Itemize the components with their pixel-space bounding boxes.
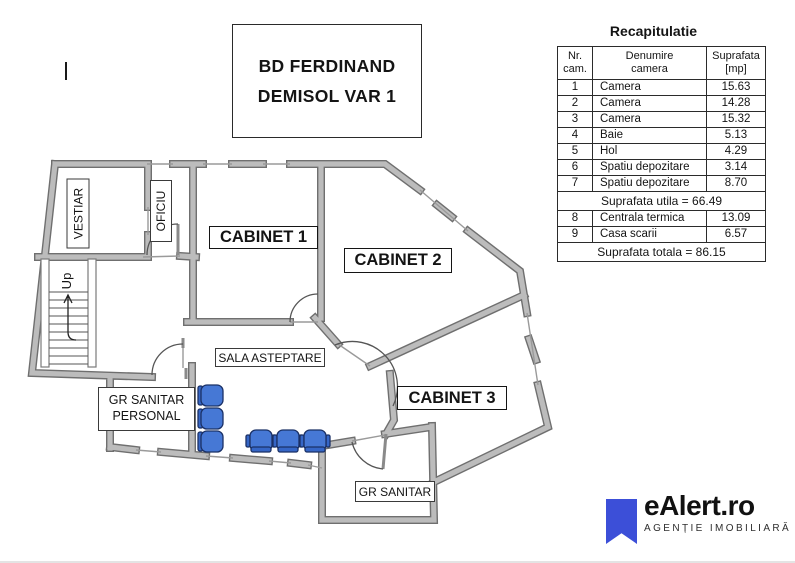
chair-icon [197,430,224,453]
chair-icon [197,407,224,430]
cell-nr: 2 [557,95,593,112]
col-header-nr: Nr.cam. [557,46,593,80]
cell-name: Camera [592,95,707,112]
room-label-gr-sanitar: GR SANITAR [355,481,435,502]
staircase [40,258,97,368]
plan-title-line2: DEMISOL VAR 1 [257,85,397,106]
subtotal-row: Suprafata utila = 66.49 [557,191,766,211]
door-leaves [176,224,388,470]
room-label-sala-asteptare: SALA ASTEPTARE [215,348,325,367]
cell-area: 14.28 [706,95,766,112]
plan-title-line1: BD FERDINAND [258,55,396,76]
cell-area: 6.57 [706,226,766,243]
cell-nr: 8 [557,210,593,227]
walls [27,159,553,524]
cell-name: Hol [592,143,707,160]
cell-nr: 4 [557,127,593,144]
scan-artifact-mark [65,62,67,80]
cell-name: Baie [592,127,707,144]
cell-nr: 7 [557,175,593,192]
total-cell: Suprafata totala = 86.15 [557,242,766,262]
cell-nr: 1 [557,79,593,96]
chairs [197,384,331,453]
cell-area: 3.14 [706,159,766,176]
agency-logo: eAlert.ro AGENȚIE IMOBILIARĂ [606,491,791,544]
cell-name: Spatiu depozitare [592,159,707,176]
cell-nr: 6 [557,159,593,176]
cell-area: 8.70 [706,175,766,192]
cell-name: Centrala termica [592,210,707,227]
cell-name: Casa scarii [592,226,707,243]
cell-name: Camera [592,79,707,96]
cell-nr: 5 [557,143,593,160]
recap-table-title: Recapitulatie [609,23,698,39]
room-label-cabinet3: CABINET 3 [397,386,507,410]
total-row: Suprafata totala = 86.15 [557,242,766,262]
cell-area: 5.13 [706,127,766,144]
stairs-up-label: Up [58,272,74,290]
room-label-cabinet2: CABINET 2 [344,248,452,273]
cell-area: 4.29 [706,143,766,160]
cell-area: 13.09 [706,210,766,227]
cell-area: 15.32 [706,111,766,128]
chair-icon [272,429,304,453]
room-label-gr-sanitar-personal: GR SANITAR PERSONAL [98,387,195,431]
room-label-oficiu: OFICIU [150,180,172,242]
cell-area: 15.63 [706,79,766,96]
cell-name: Camera [592,111,707,128]
cell-name: Spatiu depozitare [592,175,707,192]
room-label-vestiar: VESTIAR [66,178,90,249]
chair-icon [299,429,331,453]
logo-tagline: AGENȚIE IMOBILIARĂ [644,523,792,535]
cell-nr: 3 [557,111,593,128]
plan-title-box: BD FERDINAND DEMISOL VAR 1 [232,24,422,138]
chair-icon [245,429,277,453]
room-label-cabinet1: CABINET 1 [209,226,318,249]
col-header-area: Suprafata[mp] [706,46,766,80]
cell-nr: 9 [557,226,593,243]
window-lines [135,163,539,469]
subtotal-cell: Suprafata utila = 66.49 [557,191,766,211]
chair-icon [197,384,224,407]
bookmark-icon [606,499,637,544]
logo-brand: eAlert.ro [644,490,755,521]
up-arrow [63,293,77,341]
